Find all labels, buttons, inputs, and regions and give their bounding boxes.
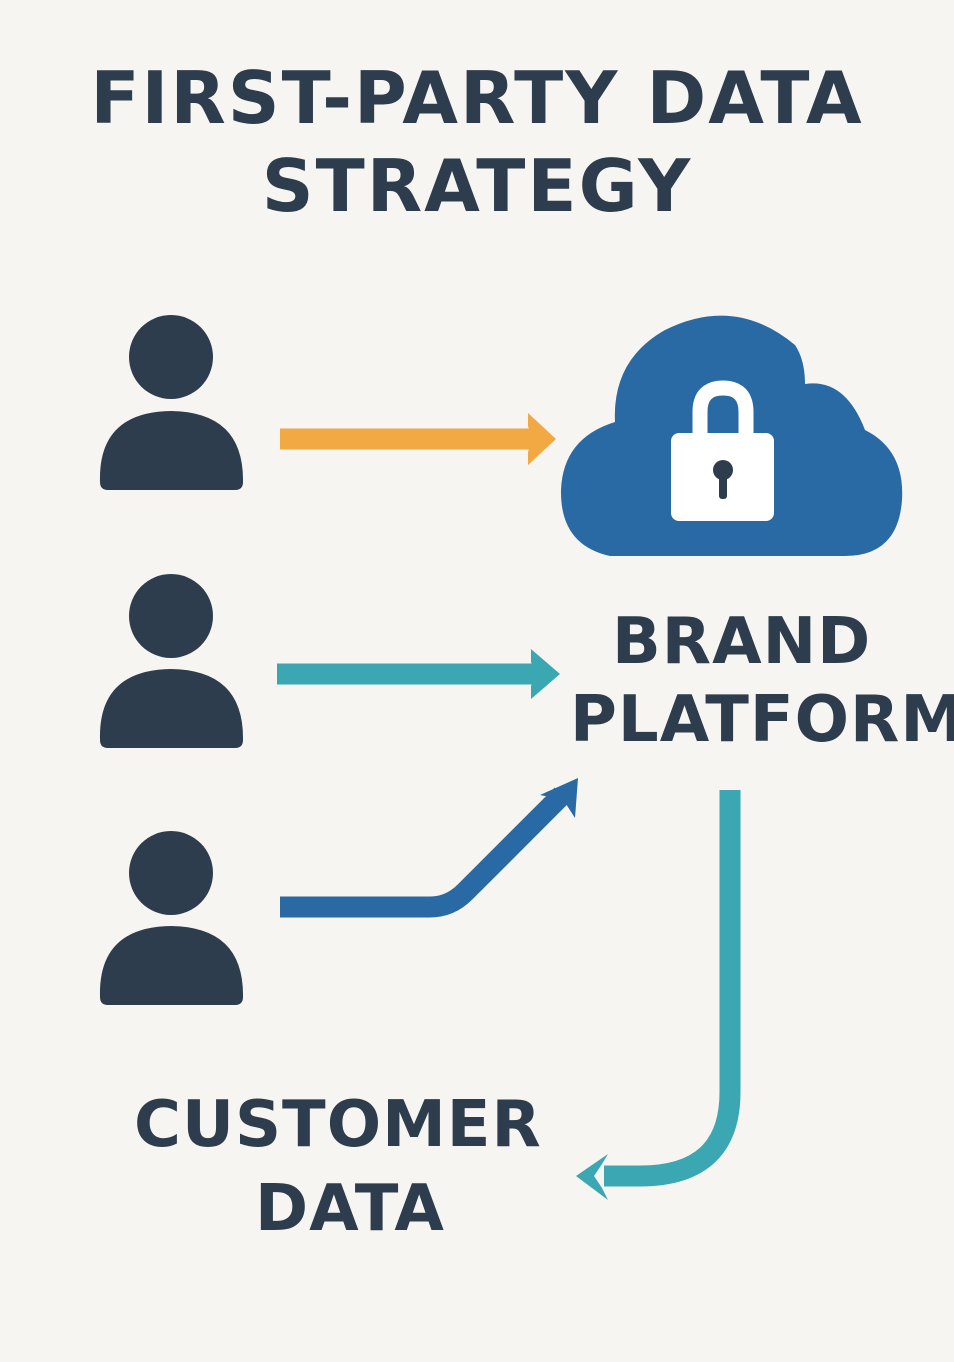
person-icon-2 xyxy=(99,574,244,748)
person-icon-3 xyxy=(99,831,244,1005)
person-icon-1 xyxy=(99,315,244,490)
page-title-line-2: STRATEGY xyxy=(261,144,693,228)
platform-label-line-2: PLATFORM xyxy=(570,683,954,757)
arrow-blue xyxy=(280,778,578,918)
cloud-lock-icon xyxy=(560,315,903,556)
platform-label-line-1: BRAND xyxy=(612,605,872,679)
output-label-line-1: CUSTOMER xyxy=(134,1088,542,1162)
arrow-teal xyxy=(277,649,560,699)
output-label-line-2: DATA xyxy=(255,1172,445,1246)
arrow-orange xyxy=(280,413,556,465)
page-title-line-1: FIRST-PARTY DATA xyxy=(90,56,864,140)
arrow-output xyxy=(576,790,741,1200)
